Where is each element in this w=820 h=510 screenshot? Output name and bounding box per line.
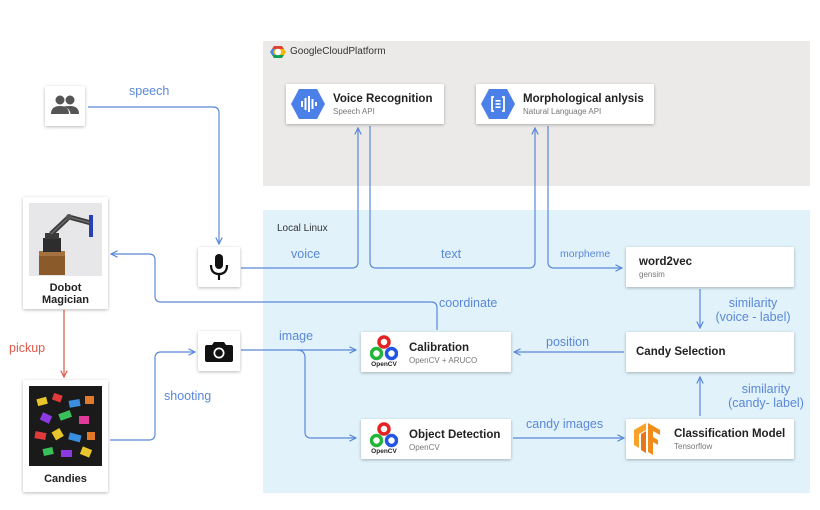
candy-selection-title: Candy Selection xyxy=(636,346,726,358)
word2vec-node: word2vec gensim xyxy=(626,247,794,287)
users-icon xyxy=(51,95,79,114)
opencv-logo-text: OpenCV xyxy=(371,361,397,368)
voice-recognition-node: Voice Recognition Speech API xyxy=(286,84,444,124)
label-speech: speech xyxy=(129,84,170,98)
edge-speech xyxy=(88,106,219,244)
label-similarity-voice-line1: similarity xyxy=(728,296,778,310)
morphological-title: Morphological anlysis xyxy=(523,93,644,105)
gcp-region-title: GoogleCloudPlatform xyxy=(290,46,386,57)
edge-voice xyxy=(241,128,358,269)
label-candy-images: candy images xyxy=(526,417,604,431)
edge-morpheme xyxy=(547,126,622,268)
label-shooting: shooting xyxy=(164,389,212,403)
label-pickup: pickup xyxy=(9,341,46,355)
edge-coordinate xyxy=(111,254,438,330)
calibration-node: OpenCV Calibration OpenCV + ARUCO xyxy=(361,332,511,372)
camera-node xyxy=(198,331,240,371)
word2vec-sub: gensim xyxy=(639,270,665,279)
object-detection-title: Object Detection xyxy=(409,429,501,441)
speech-api-icon xyxy=(291,89,325,119)
label-similarity-candy-line1: similarity xyxy=(741,382,791,396)
calibration-title: Calibration xyxy=(409,342,470,354)
object-detection-node: OpenCV Object Detection OpenCV xyxy=(361,419,511,459)
dobot-title-line2: Magician xyxy=(41,294,90,306)
label-similarity-voice: similarity (voice - label) xyxy=(705,296,801,324)
opencv-logo xyxy=(370,335,398,361)
label-similarity-voice-line2: (voice - label) xyxy=(715,310,791,324)
opencv-logo-text: OpenCV xyxy=(371,448,397,455)
voice-recognition-title: Voice Recognition xyxy=(333,93,433,105)
morphological-sub: Natural Language API xyxy=(523,107,602,116)
candy-selection-node: Candy Selection xyxy=(626,332,794,372)
label-position: position xyxy=(546,335,590,349)
dobot-node: Dobot Magician xyxy=(23,197,108,309)
candies-photo xyxy=(29,386,102,466)
natural-language-api-icon xyxy=(481,89,515,119)
classification-title: Classification Model xyxy=(674,428,786,440)
word2vec-title: word2vec xyxy=(639,256,693,268)
edge-shooting xyxy=(110,352,195,441)
edge-image-branch xyxy=(296,349,356,438)
label-similarity-candy-line2: (candy- label) xyxy=(728,396,804,410)
morphological-node: Morphological anlysis Natural Language A… xyxy=(476,84,654,124)
edge-text xyxy=(369,126,535,269)
candies-node: Candies xyxy=(23,380,108,492)
users-node xyxy=(45,86,85,126)
voice-recognition-sub: Speech API xyxy=(333,107,375,116)
label-text: text xyxy=(441,247,462,261)
object-detection-sub: OpenCV xyxy=(409,443,440,452)
microphone-icon xyxy=(209,254,229,280)
microphone-node xyxy=(198,247,240,287)
local-region-title: Local Linux xyxy=(277,223,328,234)
classification-sub: Tensorflow xyxy=(674,442,713,451)
calibration-sub: OpenCV + ARUCO xyxy=(409,356,478,365)
label-image: image xyxy=(279,329,314,343)
opencv-logo xyxy=(370,422,398,448)
camera-icon xyxy=(205,342,233,362)
label-similarity-candy: similarity (candy- label) xyxy=(718,382,814,410)
robot-arm-photo xyxy=(29,203,102,276)
classification-node: Classification Model Tensorflow xyxy=(626,419,794,459)
label-coordinate: coordinate xyxy=(439,296,498,310)
label-morpheme: morpheme xyxy=(560,248,611,260)
tensorflow-logo xyxy=(634,423,660,455)
google-cloud-logo xyxy=(270,46,286,58)
label-voice: voice xyxy=(291,247,321,261)
dobot-title-line1: Dobot xyxy=(49,282,82,294)
candies-title: Candies xyxy=(44,473,87,485)
